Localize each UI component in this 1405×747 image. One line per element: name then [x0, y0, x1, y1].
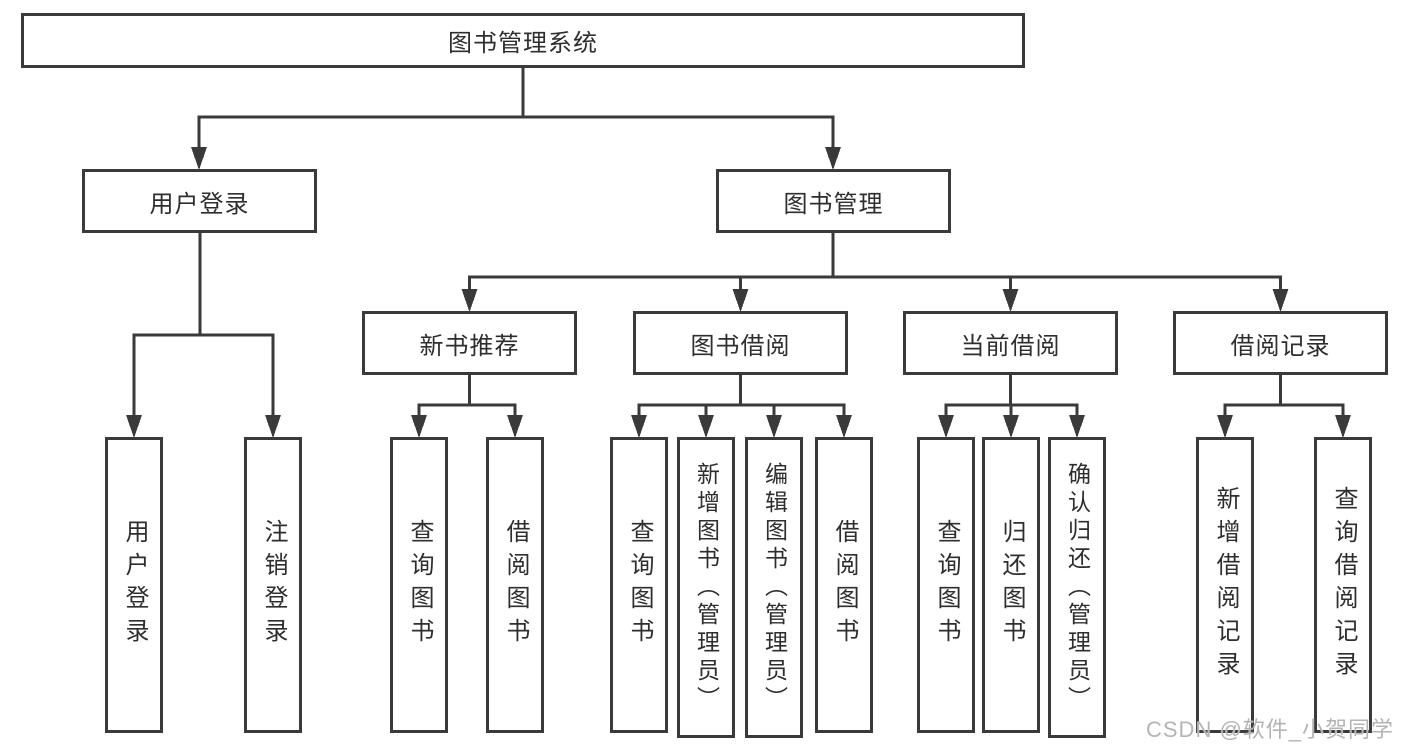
node-new-book-recommend-label: 新书推荐	[419, 332, 520, 360]
node-user-login: 用户登录	[82, 169, 317, 233]
connector-borrowrecord-to-leaves	[1217, 375, 1351, 438]
leaf-return-book-label: 归还图书	[998, 519, 1025, 651]
leaf-user-login: 用户登录	[105, 437, 163, 733]
leaf-user-login-label: 用户登录	[121, 519, 148, 651]
leaf-query-book-1-label: 查询图书	[406, 519, 433, 651]
node-root-label: 图书管理系统	[448, 30, 598, 57]
leaf-add-book-admin: 新增图书（管理员）	[677, 437, 735, 738]
leaf-borrow-book-2-label: 借阅图书	[831, 519, 858, 651]
node-book-management: 图书管理	[716, 169, 951, 233]
connector-bookmgmt-to-level3	[461, 232, 1289, 312]
leaf-query-book-2: 查询图书	[610, 437, 668, 733]
node-book-borrow: 图书借阅	[633, 311, 848, 375]
node-new-book-recommend: 新书推荐	[362, 311, 577, 375]
leaf-return-book: 归还图书	[982, 437, 1040, 733]
leaf-add-borrow-record: 新增借阅记录	[1196, 437, 1254, 733]
watermark: CSDN @软件_小贺同学	[1146, 717, 1395, 742]
leaf-edit-book-admin-label: 编辑图书（管理员）	[761, 461, 788, 714]
leaf-query-book-1: 查询图书	[390, 437, 448, 733]
leaf-query-book-3: 查询图书	[917, 437, 975, 733]
leaf-edit-book-admin: 编辑图书（管理员）	[745, 437, 803, 738]
connector-userlogin-to-leaves	[126, 232, 281, 438]
leaf-borrow-book-2: 借阅图书	[815, 437, 873, 733]
leaf-borrow-book-1-label: 借阅图书	[502, 519, 529, 651]
leaf-confirm-return-admin: 确认归还（管理员）	[1048, 437, 1106, 738]
connector-root-to-level2	[191, 67, 841, 170]
connector-newbook-to-leaves	[411, 375, 523, 438]
node-book-management-label: 图书管理	[783, 190, 884, 218]
node-user-login-label: 用户登录	[149, 190, 250, 218]
node-borrow-record-label: 借阅记录	[1230, 332, 1331, 360]
leaf-logout: 注销登录	[244, 437, 302, 733]
leaf-query-book-2-label: 查询图书	[626, 519, 653, 651]
node-book-borrow-label: 图书借阅	[690, 332, 791, 360]
leaf-query-borrow-record: 查询借阅记录	[1314, 437, 1372, 733]
leaf-add-book-admin-label: 新增图书（管理员）	[693, 461, 720, 714]
leaf-confirm-return-admin-label: 确认归还（管理员）	[1064, 461, 1091, 714]
leaf-logout-label: 注销登录	[260, 519, 287, 651]
connector-bookborrow-to-leaves	[631, 375, 852, 438]
leaf-borrow-book-1: 借阅图书	[486, 437, 544, 733]
node-root: 图书管理系统	[21, 13, 1025, 68]
node-current-borrow: 当前借阅	[903, 311, 1118, 375]
connector-currentborrow-to-leaves	[938, 375, 1085, 438]
node-borrow-record: 借阅记录	[1173, 311, 1388, 375]
leaf-add-borrow-record-label: 新增借阅记录	[1212, 486, 1239, 684]
node-current-borrow-label: 当前借阅	[960, 332, 1061, 360]
leaf-query-book-3-label: 查询图书	[933, 519, 960, 651]
leaf-query-borrow-record-label: 查询借阅记录	[1330, 486, 1357, 684]
